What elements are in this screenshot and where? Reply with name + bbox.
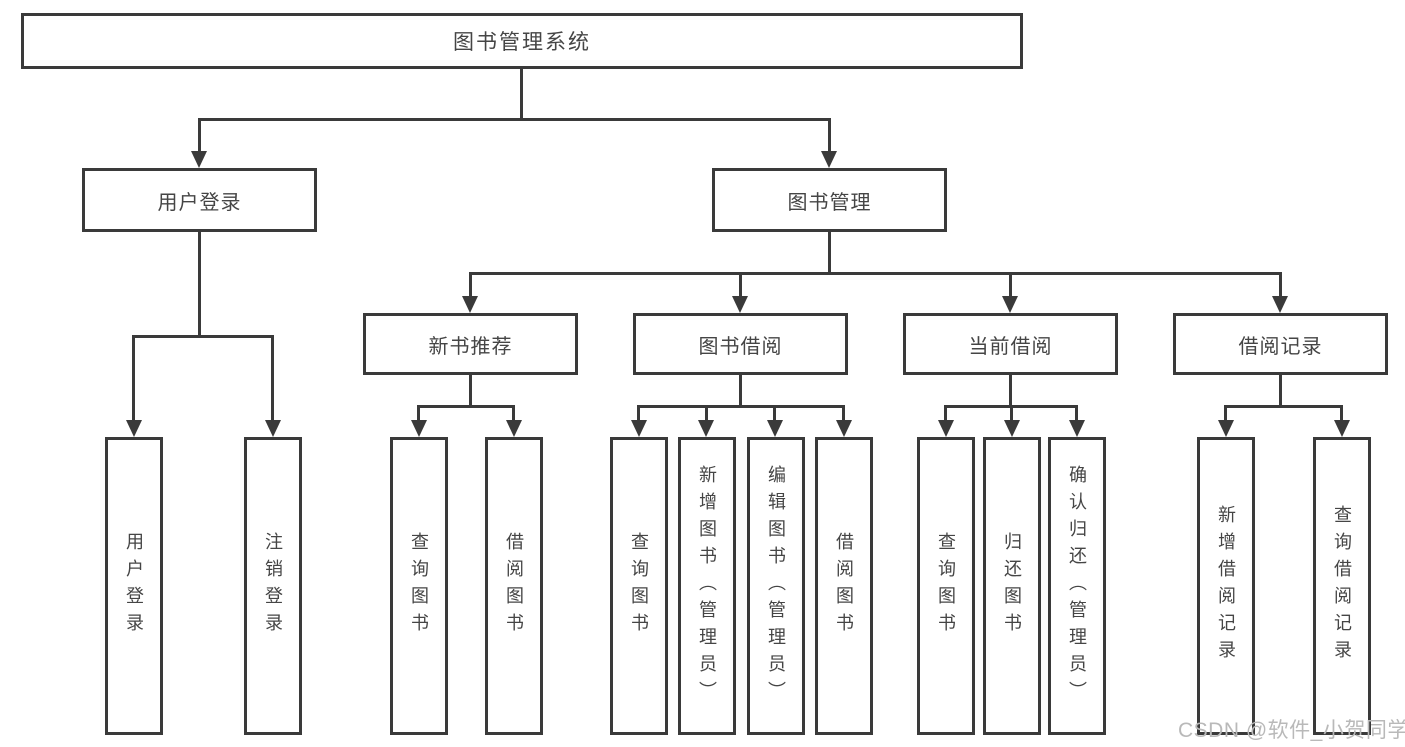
node-label: 图书管理系统 [453,31,591,54]
leaf-label: 借阅图书 [834,532,854,640]
leaf-label: 查询图书 [409,532,429,640]
connector-userlogin-branch [132,335,274,338]
leaf-label: 归还图书 [1002,532,1022,640]
connector-drop [132,335,135,421]
connector-root-stub [520,68,523,121]
connector-drop [417,405,420,421]
node-new-book-recommend: 新书推荐 [363,313,578,375]
connector-branch [1224,405,1343,408]
arrow-down-icon [767,420,783,437]
connector-drop [198,118,201,154]
arrow-down-icon [1069,420,1085,437]
connector-userlogin-stub [198,232,201,338]
arrow-down-icon [1002,296,1018,313]
arrow-down-icon [821,151,837,168]
leaf-bb-borrow-books: 借阅图书 [815,437,873,735]
connector-drop [1224,405,1227,421]
leaf-label: 查询借阅记录 [1332,505,1352,667]
connector-drop [705,405,708,421]
node-library-system: 图书管理系统 [21,13,1023,69]
arrow-down-icon [698,420,714,437]
connector-branch [417,405,515,408]
leaf-bb-query-books: 查询图书 [610,437,668,735]
leaf-br-add-record: 新增借阅记录 [1197,437,1255,735]
leaf-cb-return-books: 归还图书 [983,437,1041,735]
node-label: 用户登录 [157,191,242,214]
arrow-down-icon [1334,420,1350,437]
connector-stub [739,375,742,408]
leaf-cb-query-books: 查询图书 [917,437,975,735]
connector-drop [773,405,776,421]
node-borrow-records: 借阅记录 [1173,313,1388,375]
leaf-label: 注销登录 [263,532,283,640]
connector-drop [842,405,845,421]
node-label: 新书推荐 [428,335,513,358]
arrow-down-icon [126,420,142,437]
connector-drop [512,405,515,421]
node-current-borrow: 当前借阅 [903,313,1118,375]
leaf-cb-confirm-return-admin: 确认归还（管理员） [1048,437,1106,735]
node-book-management: 图书管理 [712,168,947,232]
node-label: 图书管理 [787,191,872,214]
leaf-label: 确认归还（管理员） [1067,464,1087,708]
leaf-nb-query-books: 查询图书 [390,437,448,735]
connector-drop [1279,272,1282,297]
connector-stub [1009,375,1012,408]
node-book-borrow: 图书借阅 [633,313,848,375]
connector-bookmgmt-branch [469,272,1282,275]
leaf-bb-edit-books-admin: 编辑图书（管理员） [747,437,805,735]
leaf-bb-add-books-admin: 新增图书（管理员） [678,437,736,735]
arrow-down-icon [265,420,281,437]
connector-stub [469,375,472,408]
connector-drop [1010,405,1013,421]
leaf-label: 编辑图书（管理员） [766,464,786,708]
leaf-br-query-record: 查询借阅记录 [1313,437,1371,735]
node-label: 图书借阅 [698,335,783,358]
connector-branch [637,405,845,408]
leaf-label: 查询图书 [629,532,649,640]
arrow-down-icon [1004,420,1020,437]
arrow-down-icon [191,151,207,168]
arrow-down-icon [1218,420,1234,437]
connector-root-branch [198,118,831,121]
leaf-label: 查询图书 [936,532,956,640]
connector-drop [944,405,947,421]
connector-drop [1009,272,1012,297]
connector-drop [739,272,742,297]
connector-drop [1075,405,1078,421]
connector-bookmgmt-stub [828,232,831,275]
node-label: 借阅记录 [1238,335,1323,358]
connector-drop [637,405,640,421]
leaf-label: 新增图书（管理员） [697,464,717,708]
connector-drop [271,335,274,421]
connector-drop [1340,405,1343,421]
arrow-down-icon [938,420,954,437]
leaf-logout-login: 注销登录 [244,437,302,735]
arrow-down-icon [506,420,522,437]
connector-drop [469,272,472,297]
leaf-label: 借阅图书 [504,532,524,640]
connector-stub [1279,375,1282,408]
connector-drop [828,118,831,154]
node-label: 当前借阅 [968,335,1053,358]
leaf-nb-borrow-books: 借阅图书 [485,437,543,735]
arrow-down-icon [1272,296,1288,313]
arrow-down-icon [411,420,427,437]
csdn-watermark: CSDN @软件_小贺同学 [1178,719,1405,742]
node-user-login: 用户登录 [82,168,317,232]
leaf-user-login: 用户登录 [105,437,163,735]
arrow-down-icon [462,296,478,313]
leaf-label: 用户登录 [124,532,144,640]
arrow-down-icon [631,420,647,437]
arrow-down-icon [836,420,852,437]
leaf-label: 新增借阅记录 [1216,505,1236,667]
arrow-down-icon [732,296,748,313]
